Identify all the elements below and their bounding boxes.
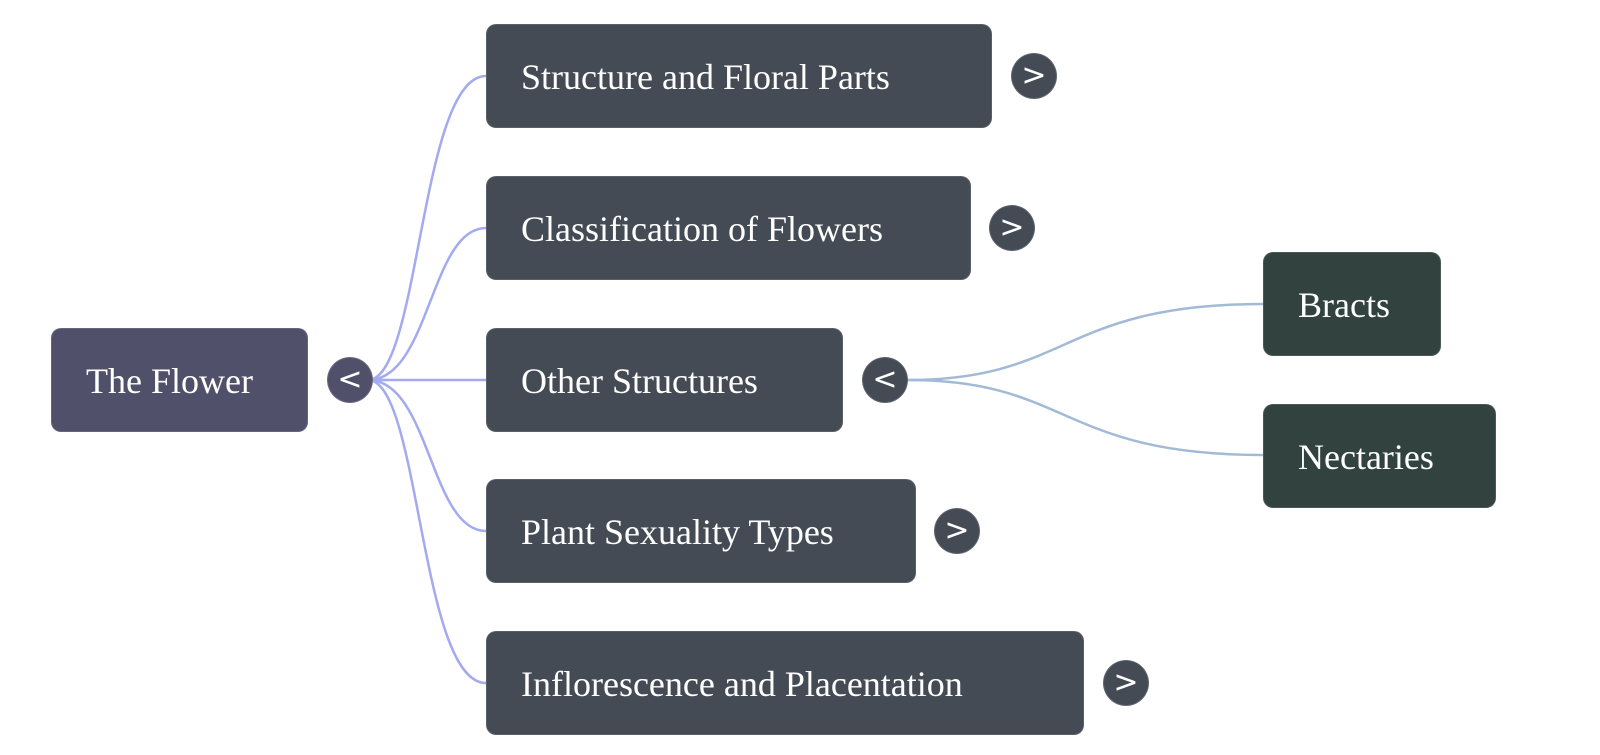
expand-toggle-plant-sexuality-types[interactable]: >	[934, 508, 980, 554]
node-root-label: The Flower	[86, 361, 253, 401]
node-label: Structure and Floral Parts	[521, 57, 890, 97]
chevron-right-icon: >	[1113, 665, 1139, 700]
node-other-structures[interactable]: Other Structures	[486, 328, 843, 432]
node-label: Inflorescence and Placentation	[521, 664, 963, 704]
node-label: Plant Sexuality Types	[521, 512, 834, 552]
chevron-right-icon: >	[1021, 58, 1047, 93]
node-bracts[interactable]: Bracts	[1263, 252, 1441, 356]
edge-root-to-classification	[367, 226, 487, 382]
edge-other-to-nectaries	[907, 378, 1264, 457]
edge-other-to-bracts	[907, 302, 1264, 382]
chevron-right-icon: >	[944, 513, 970, 548]
edge-root-to-plant-sexuality	[367, 378, 487, 533]
chevron-left-icon: <	[872, 362, 898, 397]
node-label: Other Structures	[521, 361, 758, 401]
edge-root-to-inflorescence	[367, 378, 487, 685]
root-collapse-toggle[interactable]: <	[327, 357, 373, 403]
expand-toggle-classification-of-flowers[interactable]: >	[989, 205, 1035, 251]
chevron-left-icon: <	[337, 362, 363, 397]
node-classification-of-flowers[interactable]: Classification of Flowers	[486, 176, 971, 280]
node-structure-and-floral-parts[interactable]: Structure and Floral Parts	[486, 24, 992, 128]
expand-toggle-inflorescence-and-placentation[interactable]: >	[1103, 660, 1149, 706]
node-label: Bracts	[1298, 285, 1390, 325]
edge-root-to-structure	[367, 74, 487, 382]
node-inflorescence-and-placentation[interactable]: Inflorescence and Placentation	[486, 631, 1084, 735]
node-label: Nectaries	[1298, 437, 1434, 477]
expand-toggle-structure-and-floral-parts[interactable]: >	[1011, 53, 1057, 99]
collapse-toggle-other-structures[interactable]: <	[862, 357, 908, 403]
node-nectaries[interactable]: Nectaries	[1263, 404, 1496, 508]
chevron-right-icon: >	[999, 210, 1025, 245]
node-root[interactable]: The Flower	[51, 328, 308, 432]
node-plant-sexuality-types[interactable]: Plant Sexuality Types	[486, 479, 916, 583]
node-label: Classification of Flowers	[521, 209, 883, 249]
